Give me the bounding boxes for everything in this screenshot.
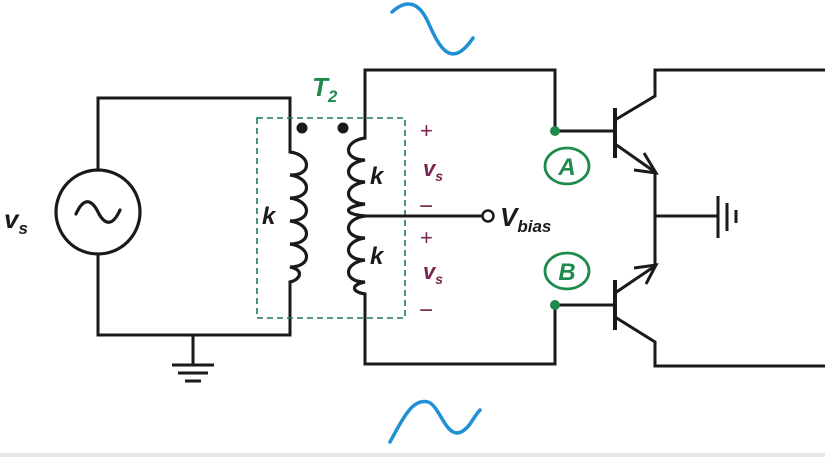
node-a-badge xyxy=(543,146,591,186)
top-signal-minus: − xyxy=(419,193,433,220)
transformer-core-box xyxy=(256,117,406,319)
primary-polarity-dot xyxy=(296,122,308,134)
top-transistor xyxy=(612,68,825,175)
top-signal-plus: + xyxy=(420,118,433,143)
node-b-badge xyxy=(543,251,591,291)
right-ground-icon xyxy=(716,196,738,238)
source-label: vs xyxy=(4,204,28,238)
bottom-signal-minus: − xyxy=(419,297,433,324)
top-sine-wave-icon xyxy=(390,2,475,56)
top-signal-label: vs xyxy=(423,156,443,184)
ground-icon xyxy=(172,333,214,383)
node-b-dot xyxy=(550,300,560,310)
node-a-dot xyxy=(550,126,560,136)
node-a-label: A xyxy=(557,154,575,181)
secondary-circuit-wires xyxy=(363,68,616,366)
bottom-border xyxy=(0,453,825,457)
bottom-signal-plus: + xyxy=(420,225,433,250)
secondary-polarity-dot xyxy=(337,122,349,134)
primary-coil xyxy=(288,150,308,284)
vbias-label: Vbias xyxy=(500,202,551,236)
bottom-sine-wave-icon xyxy=(388,399,482,444)
bottom-signal-label: vs xyxy=(423,259,443,287)
secondary-top-coil xyxy=(346,136,367,218)
secondary-bottom-coil xyxy=(346,214,367,296)
primary-turns-label: k xyxy=(262,203,277,230)
secondary-bottom-turns-label: k xyxy=(370,243,385,270)
secondary-top-turns-label: k xyxy=(370,163,385,190)
ac-source-icon xyxy=(54,168,142,256)
vbias-terminal xyxy=(481,209,495,223)
transformer-label: T2 xyxy=(312,72,338,106)
emitter-junction-wires xyxy=(653,170,718,268)
node-b-label: B xyxy=(558,259,575,286)
bottom-transistor xyxy=(612,263,825,368)
